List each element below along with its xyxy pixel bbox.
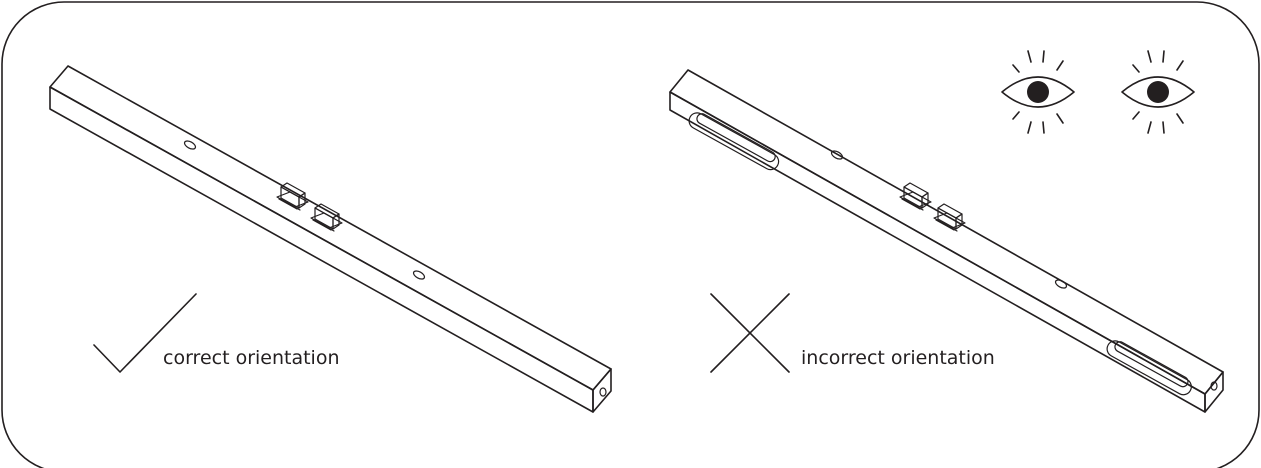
panel-correct: correct orientation: [49, 65, 612, 413]
panel-incorrect: incorrect orientation: [669, 69, 1224, 413]
eye-icon: [1001, 50, 1075, 134]
cross-icon: [710, 293, 790, 373]
caption-incorrect: incorrect orientation: [801, 347, 995, 369]
eye-icon: [1121, 50, 1195, 134]
checkmark-icon: [93, 293, 197, 373]
vial-hole: [183, 140, 197, 150]
vial-hole: [830, 150, 844, 160]
bracket: [310, 203, 343, 232]
caption-correct: correct orientation: [163, 347, 340, 369]
bracket: [933, 203, 966, 232]
vial-hole: [412, 270, 426, 280]
vial-hole: [1054, 279, 1068, 289]
level-bar-correct: [49, 65, 612, 413]
bracket: [276, 182, 309, 211]
level-bar-incorrect: [669, 69, 1224, 413]
handle-slot: [1106, 340, 1192, 396]
end-hole: [1210, 381, 1218, 391]
handle-slot: [688, 112, 780, 171]
bracket: [899, 182, 932, 211]
end-hole: [599, 387, 607, 397]
